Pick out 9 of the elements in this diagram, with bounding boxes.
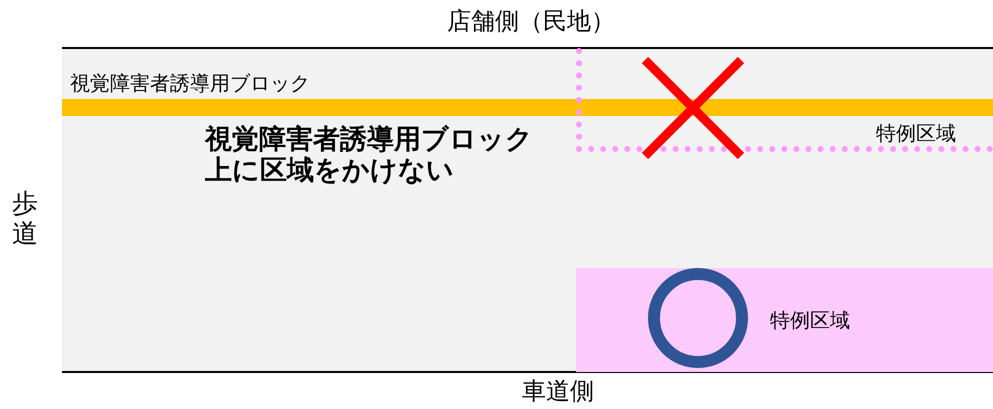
side-label: 歩道 bbox=[12, 190, 39, 250]
side-label: 車道側 bbox=[522, 378, 594, 406]
note-text: 視覚障害者誘導用ブロック上に区域をかけない bbox=[205, 124, 534, 186]
zone-label: 特例区域 bbox=[770, 307, 850, 334]
strip-label: 視覚障害者誘導用ブロック bbox=[70, 72, 310, 95]
special-zone-area bbox=[576, 268, 993, 372]
side-label: 店舗側（民地） bbox=[447, 8, 615, 36]
special-zone-area bbox=[576, 48, 993, 152]
zone-label: 特例区域 bbox=[876, 120, 956, 147]
